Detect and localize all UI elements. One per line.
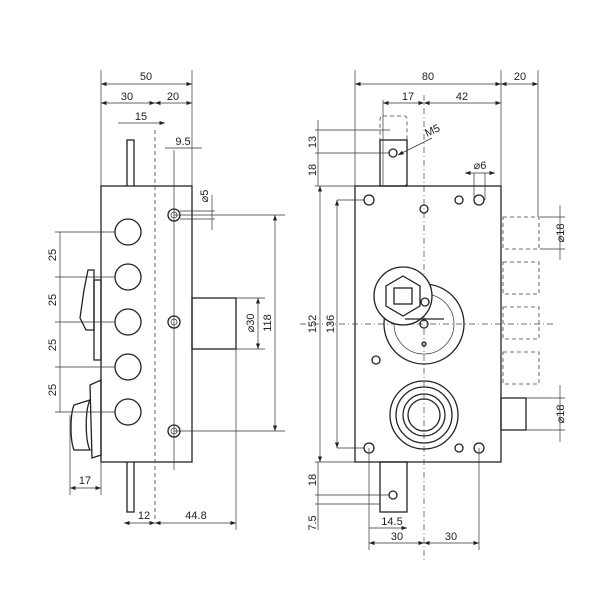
dim-thread: M5 (423, 122, 442, 139)
escutcheon (79, 269, 95, 331)
security-rosette (373, 266, 433, 326)
top-plate (379, 139, 408, 187)
side-view: 50 30 20 15 9.5 ⌀5 118 ⌀30 25 25 25 25 1… (47, 70, 285, 530)
dim-bottom-hole: 7.5 (307, 515, 319, 530)
dim-span: 118 (262, 314, 274, 332)
dim-bolt-dia-bottom: ⌀18 (555, 405, 567, 424)
deadbolt (191, 297, 237, 350)
dim-bolt-dia-top: ⌀18 (555, 224, 567, 243)
knob (70, 398, 92, 451)
dim-rod-bottom: 12 (138, 510, 150, 522)
top-plate-extended (379, 115, 408, 187)
keyhole-icon (393, 287, 413, 305)
dim-hole-offset: 9.5 (175, 136, 190, 148)
dim-pitch: 25 (47, 249, 59, 261)
dim-hole-span: 136 (325, 315, 337, 333)
dim-hole-pitch-right: 30 (445, 531, 457, 543)
dim-pitch: 25 (47, 339, 59, 351)
side-bolts (502, 216, 540, 385)
dim-bottom-plate-width: 14.5 (381, 516, 402, 528)
dim-knob-depth: 17 (79, 475, 91, 487)
dim-bolt-throw: 44.8 (185, 510, 206, 522)
dim-total-depth: 50 (140, 71, 152, 83)
latch-cylinder (389, 380, 459, 450)
dim-top-hole: 13 (307, 136, 319, 148)
dim-hole-dia: ⌀5 (199, 190, 211, 203)
bottom-plate (379, 461, 408, 513)
bottom-bolt (500, 397, 527, 431)
dim-bolt-throw: 20 (514, 71, 526, 83)
dim-fix-hole: ⌀6 (474, 160, 487, 172)
dim-pitch: 25 (47, 294, 59, 306)
dim-top-plate: 18 (307, 164, 319, 176)
dim-hole-pitch-left: 30 (391, 531, 403, 543)
dim-pitch: 25 (47, 384, 59, 396)
dim-plate-offset: 17 (402, 91, 414, 103)
dim-rod-offset: 15 (135, 111, 147, 123)
dim-bolt-dia: ⌀30 (245, 314, 257, 333)
dim-height: 152 (307, 315, 319, 333)
dim-right-depth: 20 (167, 91, 179, 103)
dim-left-depth: 30 (121, 91, 133, 103)
dim-plate-to-edge: 42 (456, 91, 468, 103)
dim-bottom-plate: 18 (307, 474, 319, 486)
front-view: 80 20 17 42 13 18 M5 ⌀6 152 136 ⌀18 ⌀18 … (300, 70, 567, 560)
dim-width: 80 (422, 71, 434, 83)
